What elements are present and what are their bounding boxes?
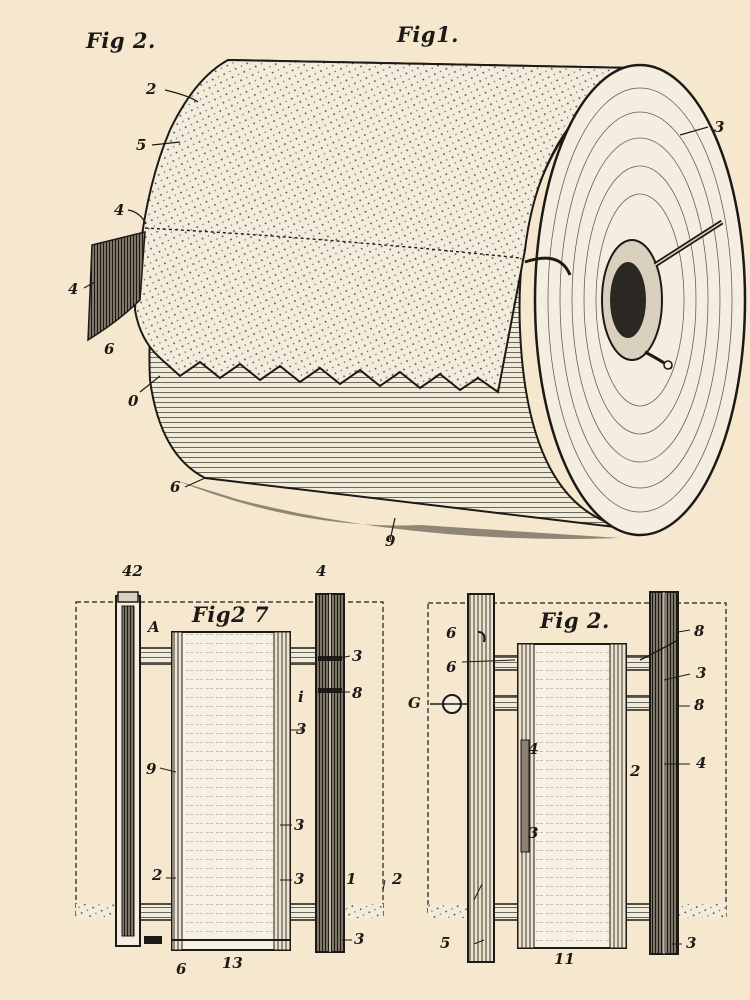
ref-label: 4	[114, 201, 125, 219]
ref-label: 8	[352, 684, 363, 702]
fig2-holder	[427, 591, 727, 963]
ref-label: 13	[222, 954, 243, 972]
ref-label: 3	[294, 816, 305, 834]
ref-label: 3	[354, 930, 365, 948]
ref-label: G	[408, 694, 421, 712]
ref-label: 8	[694, 622, 705, 640]
ref-label: 6	[176, 960, 187, 978]
ref-label: 2	[146, 80, 157, 98]
ref-label: 2	[152, 866, 163, 884]
ref-label: 42	[122, 562, 143, 580]
roll-underside	[175, 480, 620, 539]
ref-label: 8	[694, 696, 705, 714]
ref-label: 3	[294, 870, 305, 888]
roll-front	[171, 631, 291, 951]
fig2-bottom-title: Fig 2.	[540, 608, 610, 633]
paper-sheet	[133, 58, 642, 394]
ref-label: 9	[146, 760, 157, 778]
ref-label: 4	[696, 754, 707, 772]
ref-label: 3	[296, 720, 307, 738]
fig1-roll	[83, 58, 747, 541]
ref-label: 6	[170, 478, 181, 496]
ref-label: A	[148, 618, 160, 636]
ref-label: 11	[554, 950, 575, 968]
ref-label: 3	[352, 647, 363, 665]
fig27-title: Fig2 7	[192, 602, 270, 627]
ref-label: 3	[714, 118, 725, 136]
ref-label: 3	[696, 664, 707, 682]
ref-label: 2	[392, 870, 403, 888]
ref-label: 0	[128, 392, 139, 410]
ref-label: 4	[528, 740, 539, 758]
ref-label: 3	[528, 824, 539, 842]
ref-label: 6	[104, 340, 115, 358]
perforation-line	[144, 227, 521, 259]
wall-outline-left	[75, 601, 384, 917]
ref-label: 5	[136, 136, 147, 154]
ref-label: 5	[440, 934, 451, 952]
ref-label: 1	[346, 870, 357, 888]
ref-label: 4	[316, 562, 327, 580]
fig1-title: Fig1.	[397, 22, 459, 47]
clip-top	[524, 256, 572, 276]
ref-label: 6	[446, 624, 457, 642]
ref-label: 6	[446, 658, 457, 676]
fig27-holder	[75, 591, 386, 953]
roll-side	[517, 643, 627, 949]
ref-label: i	[298, 688, 304, 706]
fig2-top-title: Fig 2.	[86, 28, 156, 53]
ref-label: 3	[686, 934, 697, 952]
ref-label: 9	[385, 532, 396, 550]
ref-label: 2	[630, 762, 641, 780]
ref-label: 4	[68, 280, 79, 298]
sheet-tab	[87, 231, 146, 342]
post-left	[467, 593, 495, 963]
